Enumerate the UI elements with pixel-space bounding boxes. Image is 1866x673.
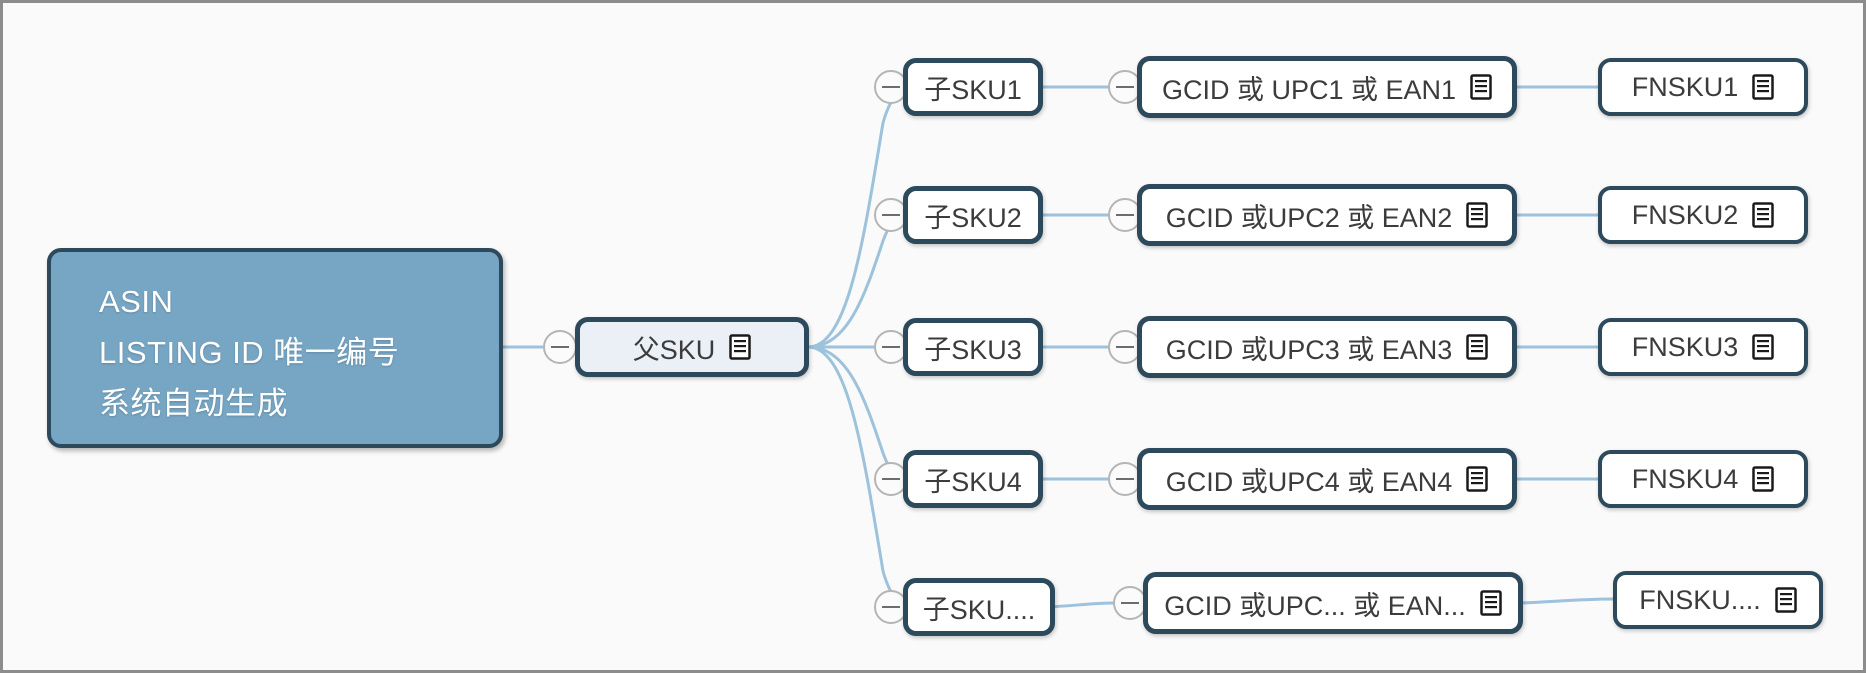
code-node-2[interactable]: GCID 或UPC2 或 EAN2	[1137, 184, 1517, 246]
parent-sku-node[interactable]: 父SKU	[575, 317, 809, 377]
link-code-fnsku-5	[1514, 597, 1614, 605]
child-sku-node-3[interactable]: 子SKU3	[903, 318, 1043, 376]
fnsku-node-2[interactable]: FNSKU2	[1598, 186, 1808, 244]
root-line-1: ASIN	[99, 284, 174, 319]
code-label-3: GCID 或UPC3 或 EAN3	[1165, 334, 1453, 365]
child-sku-node-1[interactable]: 子SKU1	[903, 58, 1043, 116]
code-label-2: GCID 或UPC2 或 EAN2	[1165, 202, 1453, 233]
code-label-5: GCID 或UPC... 或 EAN...	[1164, 590, 1466, 621]
fnsku-node-1[interactable]: FNSKU1	[1598, 58, 1808, 116]
link-parent-child-2	[807, 213, 909, 349]
note-icon	[1752, 202, 1775, 228]
child-sku-label-3: 子SKU3	[924, 334, 1022, 365]
note-icon	[1775, 587, 1797, 613]
note-icon	[1752, 466, 1775, 492]
note-icon	[1752, 74, 1775, 100]
fnsku-label-4: FNSKU4	[1631, 463, 1739, 494]
child-sku-node-5[interactable]: 子SKU....	[903, 578, 1055, 636]
child-sku-node-4[interactable]: 子SKU4	[903, 450, 1043, 508]
fnsku-label-2: FNSKU2	[1631, 199, 1739, 230]
child-sku-label-1: 子SKU1	[924, 74, 1022, 105]
child-sku-node-2[interactable]: 子SKU2	[903, 186, 1043, 244]
fnsku-label-5: FNSKU....	[1639, 584, 1761, 615]
root-line-3: 系统自动生成	[99, 386, 288, 421]
note-icon	[1480, 590, 1502, 616]
collapse-toggle-code-1[interactable]	[1108, 70, 1142, 104]
fnsku-node-4[interactable]: FNSKU4	[1598, 450, 1808, 508]
root-node-asin[interactable]: ASIN LISTING ID 唯一编号 系统自动生成	[47, 248, 503, 448]
code-node-4[interactable]: GCID 或UPC4 或 EAN4	[1137, 448, 1517, 510]
code-label-1: GCID 或 UPC1 或 EAN1	[1161, 74, 1457, 105]
collapse-toggle-child-1[interactable]	[874, 70, 908, 104]
parent-sku-label: 父SKU	[632, 334, 716, 365]
code-node-1[interactable]: GCID 或 UPC1 或 EAN1	[1137, 56, 1517, 118]
note-icon	[1752, 334, 1775, 360]
note-icon	[1470, 74, 1492, 100]
code-label-4: GCID 或UPC4 或 EAN4	[1165, 466, 1453, 497]
note-icon	[1466, 202, 1489, 228]
note-icon	[1466, 334, 1489, 360]
collapse-toggle-code-2[interactable]	[1108, 198, 1142, 232]
child-sku-label-4: 子SKU4	[924, 466, 1022, 497]
fnsku-node-5[interactable]: FNSKU....	[1613, 571, 1823, 629]
child-sku-label-5: 子SKU....	[922, 594, 1036, 625]
note-icon	[1466, 466, 1489, 492]
collapse-toggle-code-3[interactable]	[1108, 330, 1142, 364]
fnsku-label-1: FNSKU1	[1631, 71, 1739, 102]
link-parent-child-4	[807, 345, 909, 481]
root-line-2: LISTING ID 唯一编号	[99, 335, 400, 370]
fnsku-node-3[interactable]: FNSKU3	[1598, 318, 1808, 376]
collapse-toggle-code-5[interactable]	[1113, 586, 1147, 620]
child-sku-label-2: 子SKU2	[924, 202, 1022, 233]
collapse-toggle-parent[interactable]	[543, 330, 577, 364]
code-node-5[interactable]: GCID 或UPC... 或 EAN...	[1143, 572, 1523, 634]
note-icon	[729, 334, 752, 360]
code-node-3[interactable]: GCID 或UPC3 或 EAN3	[1137, 316, 1517, 378]
fnsku-label-3: FNSKU3	[1631, 331, 1739, 362]
collapse-toggle-child-3[interactable]	[874, 330, 908, 364]
